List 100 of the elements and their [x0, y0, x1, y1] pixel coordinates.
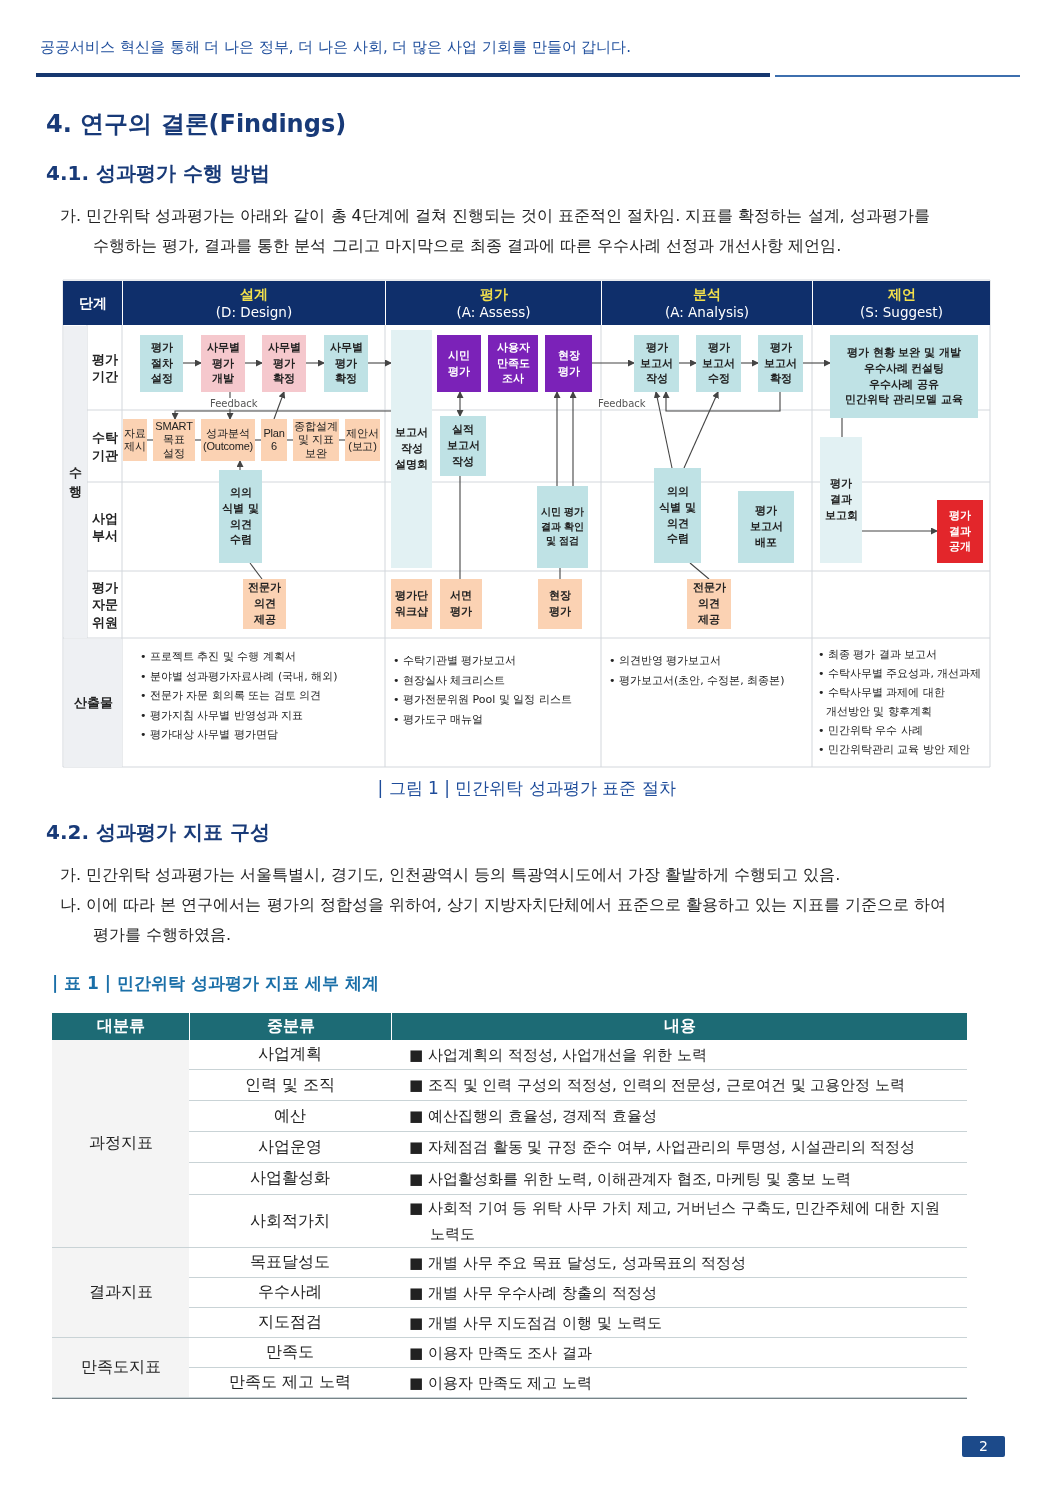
cell-text: 사업활성화 [250, 1168, 330, 1189]
row-label: 수탁 기관 [91, 429, 119, 464]
cell-text: 사업계획 [258, 1044, 322, 1065]
cell-text: 과정지표 [88, 1133, 153, 1154]
row-label: 평가 자문 위원 [91, 578, 119, 632]
connector-line [286, 439, 294, 441]
arrow [569, 391, 577, 487]
cell-text: ■ 개별 사무 주요 목표 달성도, 성과목표의 적정성 [409, 1252, 747, 1274]
process-box: 사무별 평가 확정 [324, 335, 368, 392]
process-box: 제안서 (보고) [345, 419, 380, 461]
cell-text: 지도점검 [258, 1312, 322, 1333]
figure-caption: | 그림 1 | 민간위탁 성과평가 표준 절차 [377, 776, 676, 800]
column-heading: 중분류 [266, 1016, 315, 1037]
arrow [553, 391, 561, 487]
edge-label: Feedback [597, 398, 647, 409]
arrow [273, 391, 286, 420]
arrow [591, 359, 635, 367]
process-box: 의의 식별 및 의견 수렴 [654, 468, 701, 563]
list-item: • 분야별 성과평가자료사례 (국내, 해외) [140, 668, 338, 685]
process-box: 사무별 평가 확정 [262, 335, 306, 392]
phase-code: (D: Design) [215, 303, 293, 322]
process-box: 전문가 의견 제공 [687, 579, 731, 629]
table-title: | 표 1 | 민간위탁 성과평가 지표 세부 체계 [52, 972, 379, 995]
process-box: 종합설계 및 지표 보완 [293, 419, 339, 461]
phase-code: (S: Suggest) [860, 303, 943, 322]
connector-line [254, 439, 262, 441]
list-item: • 현장실사 체크리스트 [393, 672, 506, 689]
cell-text: ■ 사업계획의 적정성, 사업개선을 위한 노력 [409, 1044, 707, 1066]
cell-text: 만족도지표 [80, 1357, 161, 1378]
row-header-text: 산출물 [73, 694, 113, 712]
edge-label: Feedback [209, 398, 259, 409]
process-box: 실적 보고서 작성 [440, 416, 486, 476]
cell-text: ■ 자체점검 활동 및 규정 준수 여부, 사업관리의 투명성, 시설관리의 적정성 [409, 1137, 916, 1158]
process-box: 평가 보고서 작성 [634, 335, 679, 392]
list-item: • 평가지침 사무별 반영성과 지표 [140, 707, 304, 724]
tagline: 공공서비스 혁신을 통해 더 나은 정부, 더 나은 사회, 더 많은 사업 기회를 만들어 갑니다. [40, 38, 632, 57]
phase-name: 평가 [479, 284, 508, 303]
process-box: 보고서 작성 설명회 [391, 330, 432, 568]
cell-text: ■ 개별 사무 지도점검 이행 및 노력도 [409, 1312, 662, 1334]
process-box: 현장 평가 [545, 335, 592, 392]
connector-line [194, 439, 202, 441]
arrow [305, 359, 325, 367]
arrow [182, 359, 202, 367]
phase-name: 설계 [240, 284, 268, 303]
connector-line [249, 562, 263, 580]
process-box [830, 335, 978, 418]
cell-text: 목표달성도 [250, 1252, 330, 1273]
arrow [861, 527, 938, 535]
arrow [802, 359, 831, 367]
column-heading: 내용 [663, 1016, 696, 1037]
paragraph: 가. 민간위탁 성과평가는 서울특별시, 경기도, 인천광역시 등의 특광역시도에서 가장 활발하게 수행되고 있음. [60, 864, 842, 886]
list-item: • 민간위탁 우수 사례 [818, 723, 923, 739]
process-box: Plan 6 [261, 419, 287, 461]
paragraph: 나. 이에 따라 본 연구에서는 평가의 정합성을 위하여, 상기 지방자치단체에서 표준으로 활용하고 있는 지표를 기준으로 하여 평가를 수행하였음. [60, 894, 948, 946]
phase-code: (A: Analysis) [665, 303, 749, 322]
process-box: 서면 평가 [440, 579, 482, 629]
process-box: 시민 평가 [437, 335, 481, 392]
arrow [740, 359, 759, 367]
arrow [236, 460, 244, 471]
process-box: 평가 보고서 배포 [738, 491, 794, 563]
connector-line [841, 417, 843, 438]
phase-name: 분석 [693, 284, 721, 303]
list-item: • 수탁기관별 평가보고서 [393, 653, 517, 669]
cell-text: ■ 이용자 만족도 조사 결과 [409, 1342, 593, 1364]
cell-text: ■ 조직 및 인력 구성의 적정성, 인력의 전문성, 근로여건 및 고용안정 노력 [409, 1075, 906, 1096]
paragraph: 가. 민간위탁 성과평가는 아래와 같이 총 4단계에 걸쳐 진행되는 것이 표준적인 절차임. 지표를 확정하는 설계, 성과평가를 수행하는 평가, 결과를 통한 분석 그리고 마지막으로 최종 결과에 따른 우수사례 선정과 개선사항 제언임. [60, 205, 931, 257]
list-item: • 전문가 자문 회의록 또는 검토 의견 [140, 688, 322, 704]
column-heading: 대분류 [96, 1016, 145, 1037]
text-line: 민간위탁 관리모델 교육 [845, 392, 963, 409]
phase-code: (A: Assess) [456, 303, 531, 322]
cell-text: 우수사례 [258, 1282, 322, 1303]
cell-text: 만족도 [266, 1342, 314, 1363]
process-box: 사용자 만족도 조사 [488, 335, 538, 392]
cell-text: ■ 사업활성화를 위한 노력, 이해관계자 협조, 마케팅 및 홍보 노력 [409, 1168, 851, 1190]
process-box: 자료 제시 [123, 419, 147, 461]
process-box: 현장 평가 [538, 579, 582, 629]
list-item: • 의견반영 평가보고서 [609, 653, 722, 669]
section-heading: 4.2. 성과평가 지표 구성 [46, 819, 270, 846]
list-item: • 평가전문위원 Pool 및 일정 리스트 [393, 692, 572, 708]
connector-line [338, 439, 346, 441]
connector-line [146, 439, 154, 441]
list-item: • 민간위탁관리 교육 방안 제안 [818, 742, 971, 758]
row-header-text: 수행 [68, 463, 83, 501]
cell-text: 인력 및 조직 [245, 1074, 335, 1096]
process-box: 평가 결과 보고회 [820, 437, 862, 563]
process-box: 사무별 평가 개발 [201, 335, 245, 392]
row-label: 사업 부서 [91, 509, 119, 545]
cell-text: 만족도 제고 노력 [229, 1372, 351, 1393]
connector-line [689, 562, 710, 580]
cell-text: ■ 사회적 기여 등 위탁 사무 가치 제고, 거버넌스 구축도, 민간주체에 대한 지원 노력도 [409, 1198, 941, 1245]
page-heading: 4. 연구의 결론(Findings) [46, 109, 347, 140]
process-box: SMART목표 설정 [153, 419, 195, 461]
process-box: 평가단 워크샵 [391, 579, 432, 629]
list-item: • 평가보고서(초안, 수정본, 최종본) [609, 672, 785, 689]
text-line: 우수사례 컨설팅 [863, 360, 945, 377]
list-item: • 수탁사무별 주요성과, 개선과제 [818, 666, 982, 682]
process-box: 평가 보고서 수정 [696, 335, 741, 392]
header-text: 단계 [78, 293, 107, 313]
cell-text: ■ 예산집행의 효율성, 경제적 효율성 [409, 1106, 657, 1127]
connector-line [559, 567, 561, 580]
